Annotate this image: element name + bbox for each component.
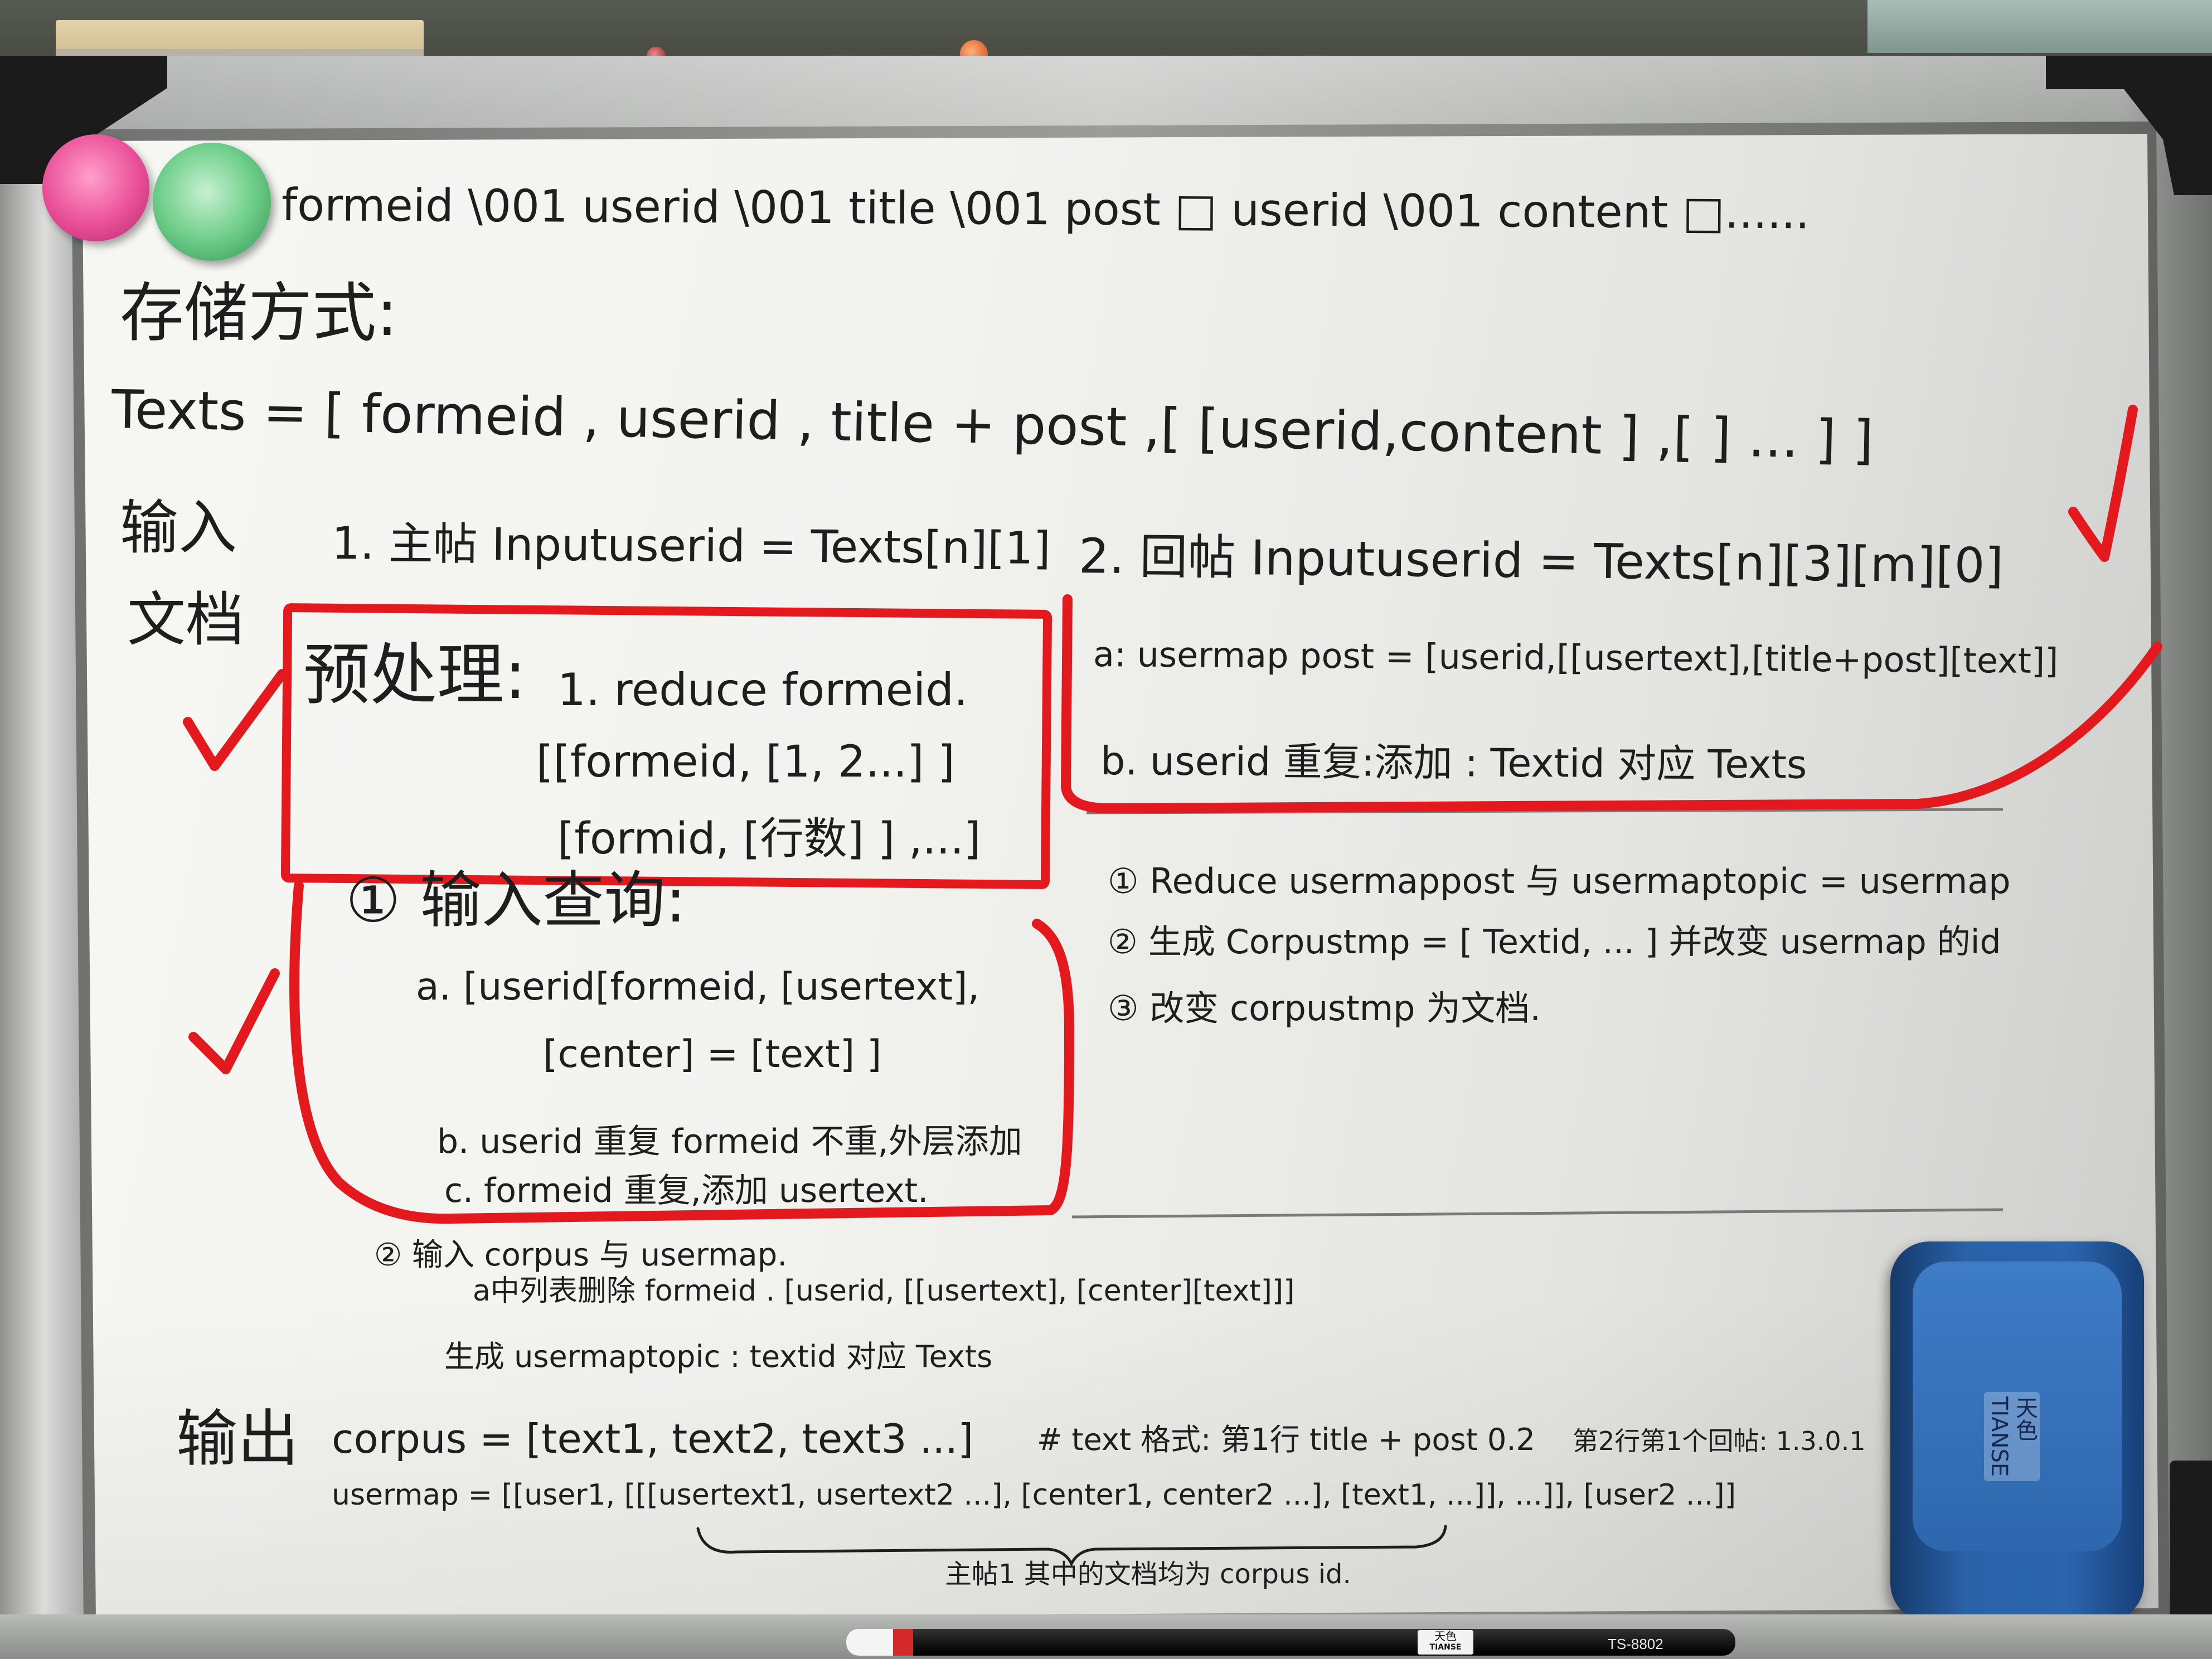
output-usermap-line: usermap = [[user1, [[[usertext1, usertex… (332, 1478, 1736, 1512)
frame-corner-bottom-right (2170, 1461, 2212, 1628)
corpus-input-heading: ② 输入 corpus 与 usermap. (374, 1237, 788, 1273)
query-c: c. formeid 重复,添加 usertext. (444, 1171, 929, 1210)
output-label: 输出 (176, 1403, 299, 1474)
query-heading: ① 输入查询: (346, 865, 686, 936)
input-doc-sub-a: a: usermap post = [userid,[[usertext],[t… (1093, 634, 2059, 682)
query-a-line-1: a. [userid[formeid, [usertext], (416, 965, 980, 1009)
fabric-corner (1867, 0, 2212, 53)
output-corpus-line: corpus = [text1, text2, text3 ...] (332, 1415, 974, 1462)
marker-cap (846, 1629, 913, 1656)
preprocess-step-1: 1. reduce formeid. (557, 664, 968, 716)
header-line: formeid \001 userid \001 title \001 post… (281, 179, 1810, 239)
eraser-brand-cn: 天色 (2012, 1396, 2038, 1441)
output-format-1: # text 格式: 第1行 title + post 0.2 (1037, 1422, 1535, 1457)
input-doc-label-1: 输入 (120, 494, 237, 562)
corpus-input-generate: 生成 usermaptopic : textid 对应 Texts (444, 1339, 993, 1374)
eraser-handle (1913, 1262, 2122, 1551)
eraser-brand-en: TIANSE (1986, 1396, 2012, 1477)
step-1-reduce: ① Reduce usermappost 与 usermaptopic = us… (1108, 861, 2011, 901)
output-format-2: 第2行第1个回帖: 1.3.0.1 (1573, 1426, 1866, 1456)
step-2-generate: ② 生成 Corpustmp = [ Textid, ... ] 并改变 use… (1108, 923, 2001, 962)
preprocess-line-2: [[formeid, [1, 2...] ] (536, 737, 955, 787)
input-doc-sub-b: b. userid 重复:添加 : Textid 对应 Texts (1100, 738, 1807, 788)
green-magnet (153, 143, 271, 261)
corpus-input-a: a中列表删除 formeid . [userid, [[usertext], [… (473, 1274, 1295, 1308)
preprocess-heading: 预处理: (303, 637, 527, 714)
pink-magnet (42, 134, 149, 241)
step-3-convert: ③ 改变 corpustmp 为文档. (1108, 988, 1541, 1029)
marker-brand-cn: 天色 (1434, 1629, 1457, 1643)
query-a-line-2: [center] = [text] ] (543, 1032, 882, 1076)
query-b: b. userid 重复 formeid 不重,外层添加 (437, 1122, 1022, 1161)
eraser-brand-label: 天色 TIANSE (1984, 1392, 2040, 1482)
input-doc-item-2: 2. 回帖 Inputuserid = Texts[n][3][m][0] (1078, 528, 2004, 594)
marker-brand-label: 天色 TIANSE (1418, 1630, 1473, 1655)
marker-pen: 天色 TIANSE TS-8802 (846, 1629, 1735, 1656)
input-doc-item-1: 1. 主帖 Inputuserid = Texts[n][1] (331, 517, 1051, 575)
preprocess-line-3: [formid, [行数] ] ,...] (557, 814, 981, 864)
output-note: 主帖1 其中的文档均为 corpus id. (945, 1559, 1351, 1590)
input-doc-label-2: 文档 (127, 586, 245, 654)
whiteboard-eraser: 天色 TIANSE (1890, 1241, 2144, 1622)
storage-heading: 存储方式: (120, 276, 398, 351)
marker-brand-en: TIANSE (1429, 1643, 1462, 1652)
marker-model-number: TS-8802 (1608, 1636, 1663, 1652)
